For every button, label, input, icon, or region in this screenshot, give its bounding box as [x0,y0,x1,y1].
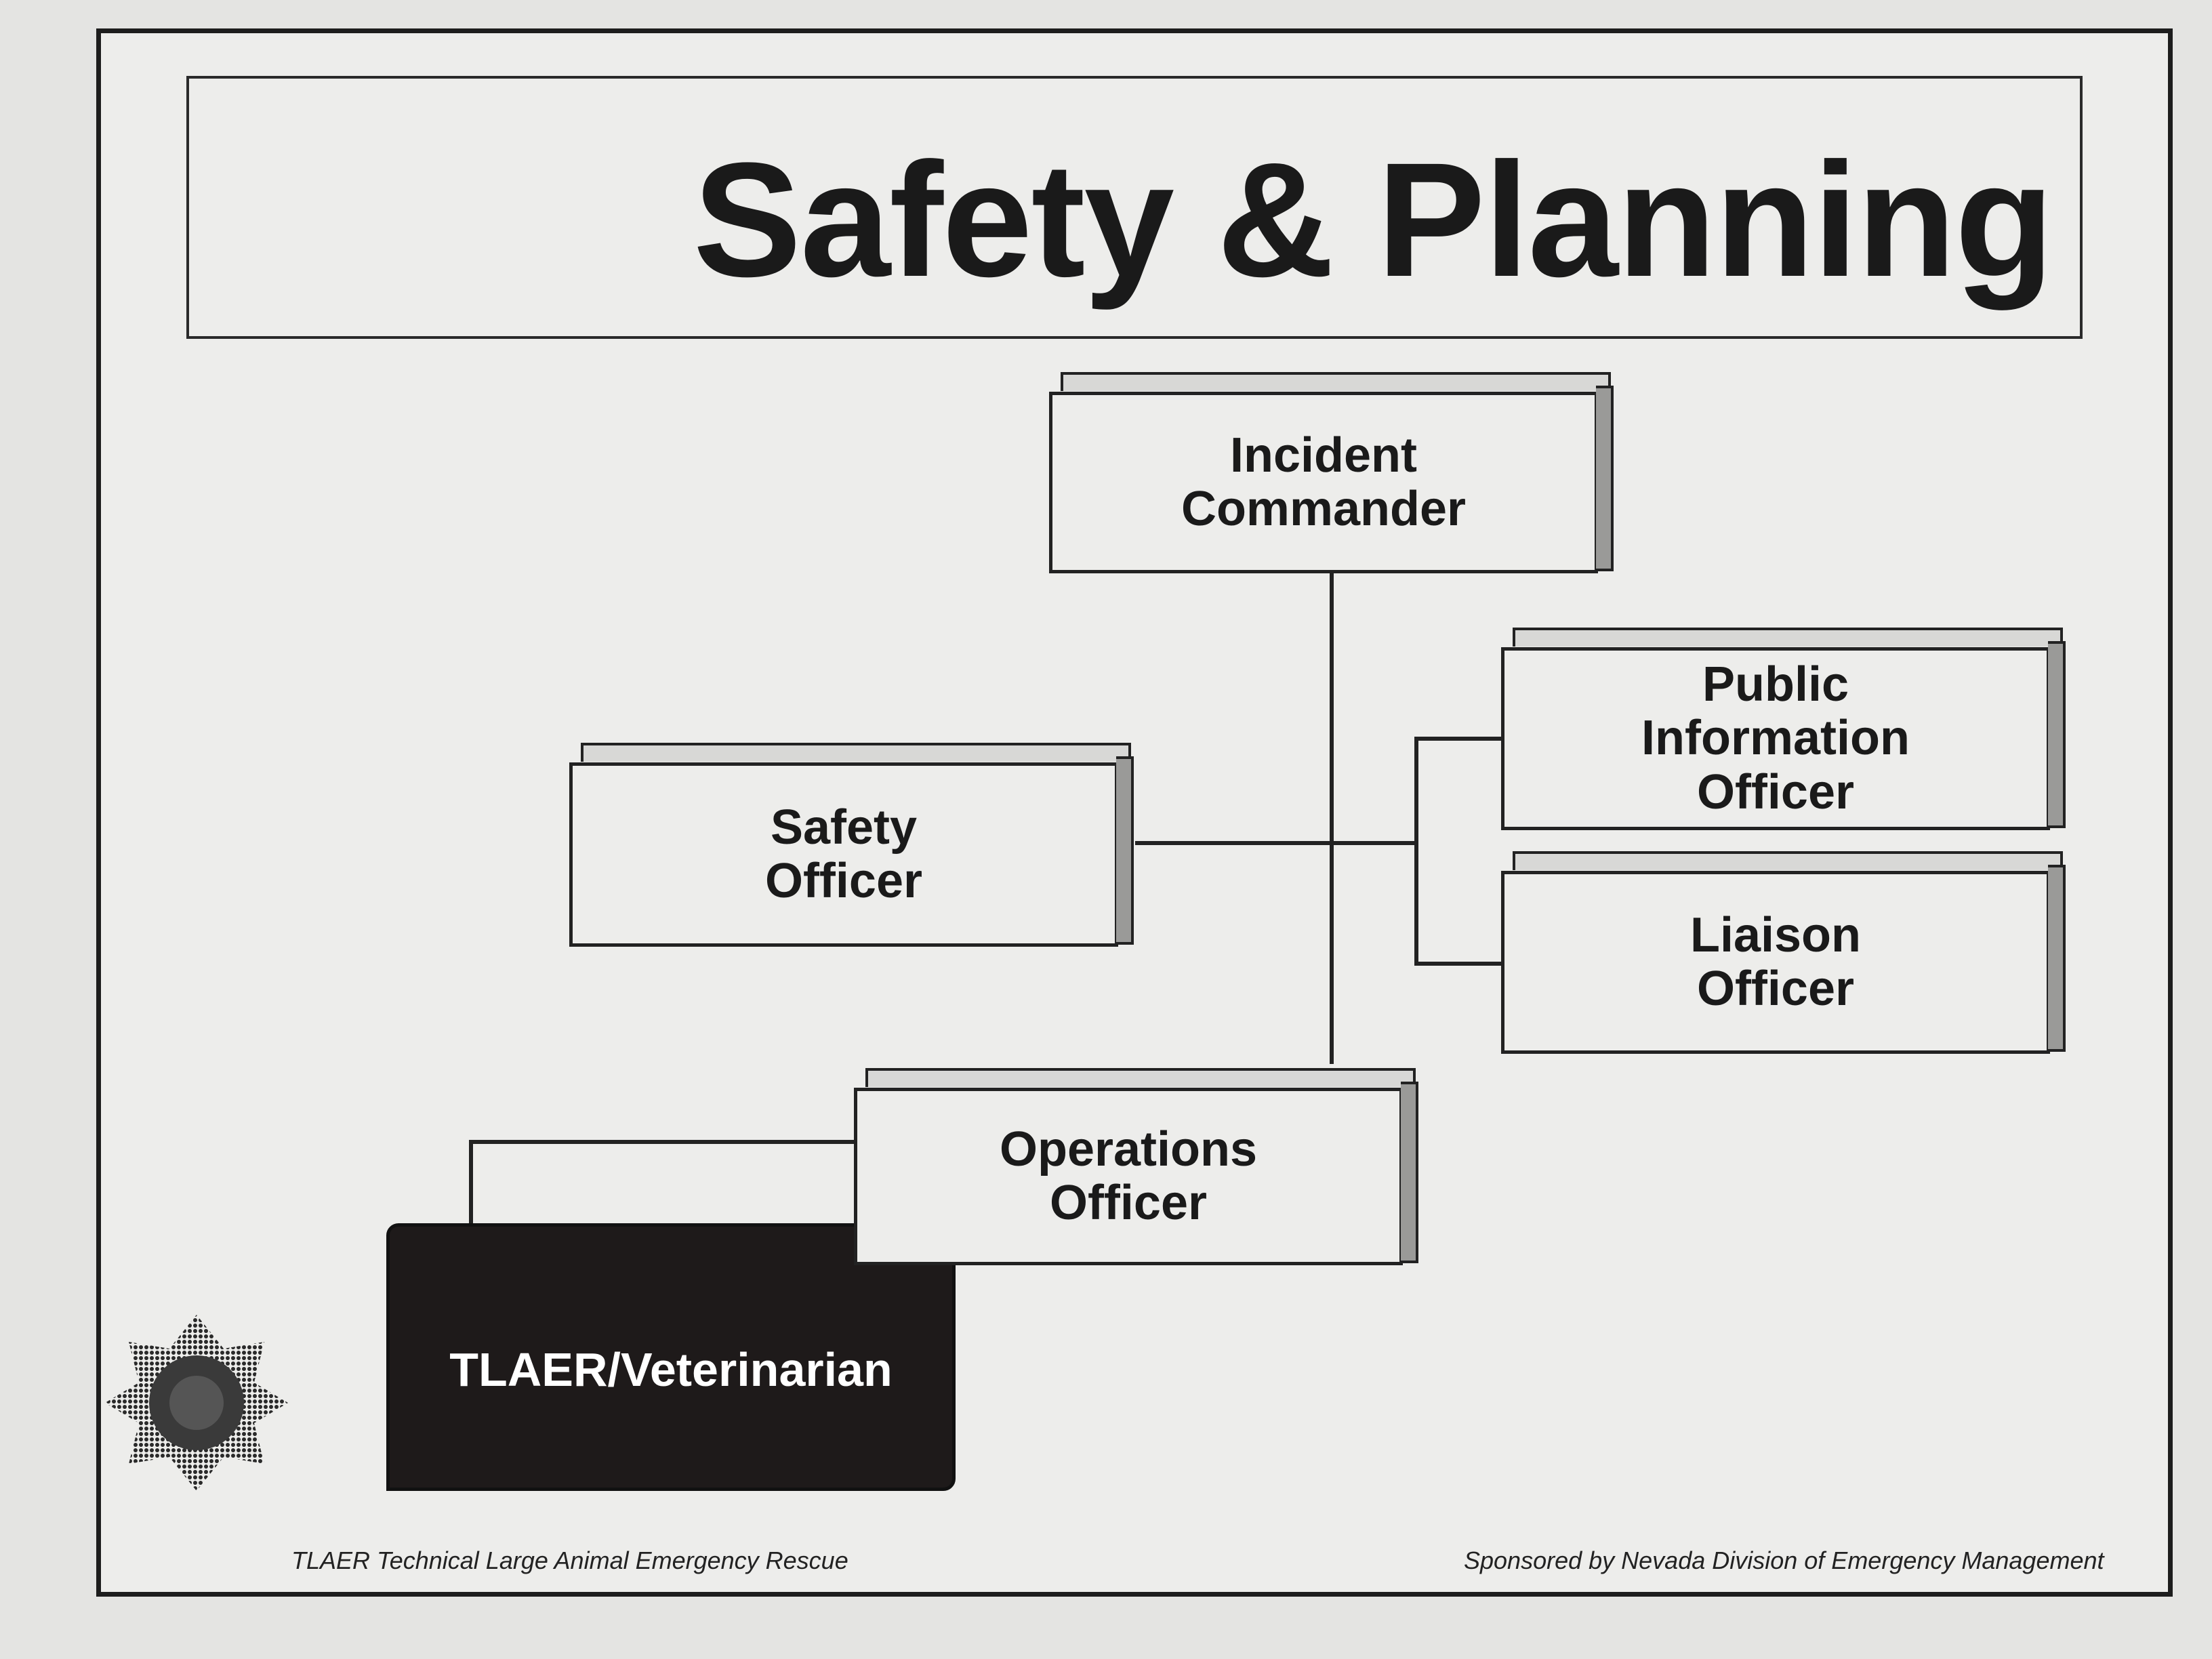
connector-spine-to-pio-liaison [1414,737,1501,966]
connector-operations-to-tlaer [469,1140,854,1223]
box-public-information-officer: Public Information Officer [1501,628,2066,830]
title-banner: Safety & Planning [186,76,2083,339]
slide-title: Safety & Planning [693,129,2054,310]
box-liaison-officer: Liaison Officer [1501,851,2066,1054]
label-operations-officer: Operations Officer [999,1122,1258,1230]
box-incident-commander: Incident Commander [1049,372,1614,573]
maltese-cross-badge-icon [105,1315,288,1491]
footer-left: TLAER Technical Large Animal Emergency R… [291,1547,848,1574]
box-safety-officer: Safety Officer [569,743,1134,947]
box-tlaer-veterinarian: TLAER/Veterinarian [386,1223,956,1491]
label-liaison-officer: Liaison Officer [1689,907,1862,1016]
label-public-information-officer: Public Information Officer [1641,657,1910,819]
label-tlaer-veterinarian: TLAER/Veterinarian [449,1343,893,1396]
box-operations-officer: Operations Officer [854,1068,1418,1265]
footer-right: Sponsored by Nevada Division of Emergenc… [1464,1547,2104,1574]
label-incident-commander: Incident Commander [1181,428,1467,536]
label-safety-officer: Safety Officer [764,800,923,908]
